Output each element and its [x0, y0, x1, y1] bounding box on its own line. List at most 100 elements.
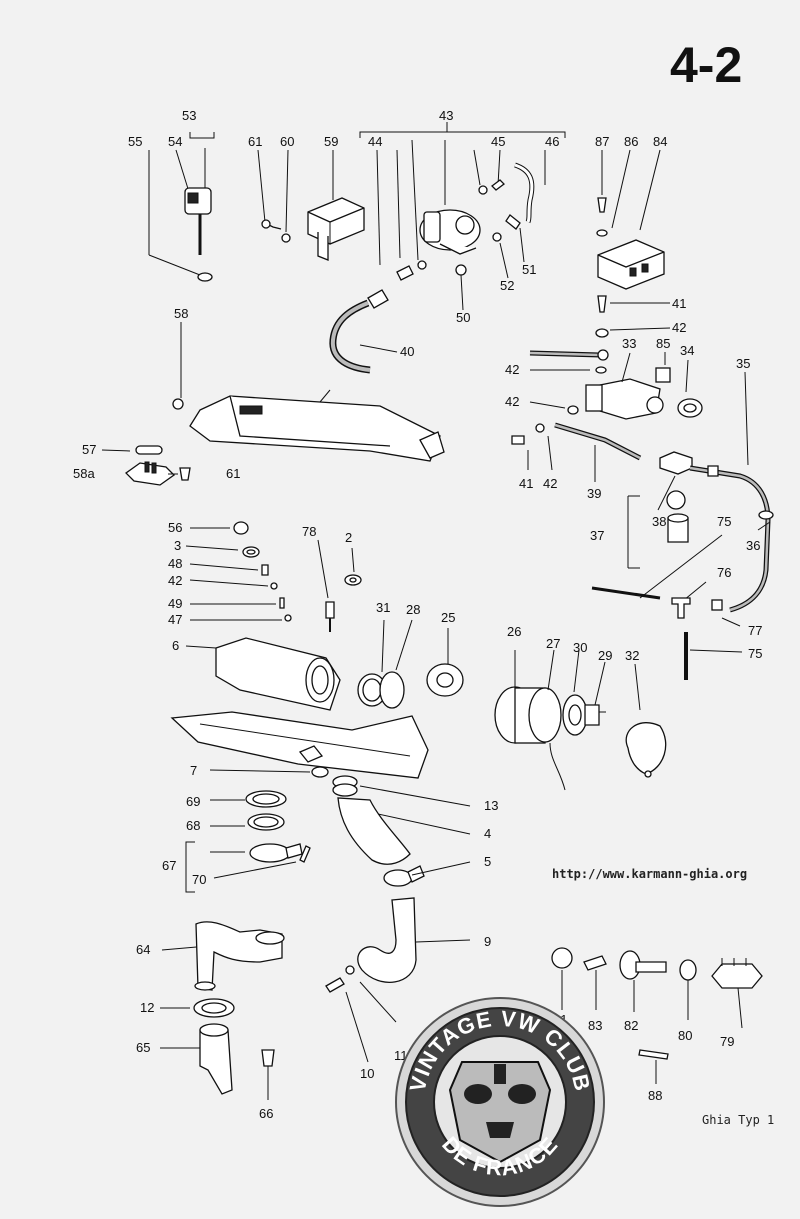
callout-label: 86 [624, 134, 638, 149]
callout-label: 56 [168, 520, 182, 535]
part-hose-40 [329, 227, 525, 374]
callout-label: 44 [368, 134, 382, 149]
section-number: 4-2 [670, 37, 742, 93]
part-heater-6 [185, 619, 413, 711]
callout-label: 10 [360, 1066, 374, 1081]
part-66-screw [261, 1049, 275, 1100]
callout-label: 87 [595, 134, 609, 149]
part-fuel-pump-43 [359, 122, 566, 309]
callout-label: 41 [519, 476, 533, 491]
callout-label: 83 [588, 1018, 602, 1033]
callout-label: 69 [186, 794, 200, 809]
callout-label: 41 [672, 296, 686, 311]
callout-label: 80 [678, 1028, 692, 1043]
part-57-58a [101, 445, 191, 486]
callout-label: 65 [136, 1040, 150, 1055]
callout-label: 12 [140, 1000, 154, 1015]
part-stack-56 [185, 521, 292, 622]
callout-label: 46 [545, 134, 559, 149]
callout-label: 30 [573, 640, 587, 655]
callout-label: 48 [168, 556, 182, 571]
callout-label: 37 [590, 528, 604, 543]
part-fan-26 [494, 649, 606, 791]
part-79-switch [711, 958, 763, 1029]
part-clamp-67 [185, 841, 311, 893]
part-ring-69 [210, 790, 287, 808]
callout-label: 85 [656, 336, 670, 351]
callout-label: 84 [653, 134, 667, 149]
callout-label: 64 [136, 942, 150, 957]
callout-label: 70 [192, 872, 206, 887]
callout-label: 51 [522, 262, 536, 277]
part-heat-exchanger-58 [172, 322, 445, 462]
part-25-pulley [426, 628, 464, 697]
part-10-11 [325, 965, 397, 1063]
callout-label: 6 [172, 638, 179, 653]
callout-label: 75 [748, 646, 762, 661]
callout-label: 13 [484, 798, 498, 813]
part-83-pin [583, 955, 607, 1010]
callout-label: 29 [598, 648, 612, 663]
callout-label: 45 [491, 134, 505, 149]
part-82-switch [619, 950, 667, 1012]
part-ring-68 [210, 813, 285, 831]
callout-label: 3 [174, 538, 181, 553]
callout-label: 76 [717, 565, 731, 580]
callout-label: 39 [587, 486, 601, 501]
callout-label: 42 [505, 362, 519, 377]
callout-label: 9 [484, 934, 491, 949]
callout-label: 28 [406, 602, 420, 617]
callout-label: 50 [456, 310, 470, 325]
part-80-screw [679, 959, 697, 1020]
callout-label: 79 [720, 1034, 734, 1049]
callout-label: 4 [484, 826, 491, 841]
part-64-elbow [161, 921, 285, 991]
website-url: http://www.karmann-ghia.org [552, 867, 747, 881]
part-hose-13 [332, 775, 471, 887]
part-relay-84 [596, 149, 665, 290]
callout-label: 66 [259, 1106, 273, 1121]
callout-label: 57 [82, 442, 96, 457]
callout-label: 52 [500, 278, 514, 293]
callout-label: 34 [680, 343, 694, 358]
part-81-ring [551, 947, 573, 1010]
part-78-2 [317, 539, 362, 632]
callout-label: 58 [174, 306, 188, 321]
callout-label: 42 [543, 476, 557, 491]
callout-label: 47 [168, 612, 182, 627]
callout-label: 25 [441, 610, 455, 625]
part-65-elbow [160, 1023, 233, 1095]
callout-label: 88 [648, 1088, 662, 1103]
callout-label: 27 [546, 636, 560, 651]
part-7-ring [209, 766, 329, 778]
callout-label: 49 [168, 596, 182, 611]
part-88-bolt [638, 1049, 669, 1084]
callout-label: 59 [324, 134, 338, 149]
callout-label: 43 [439, 108, 453, 123]
callout-label: 82 [624, 1018, 638, 1033]
callout-label: 2 [345, 530, 352, 545]
callout-label: 75 [717, 514, 731, 529]
callout-label: 7 [190, 763, 197, 778]
callout-label: 42 [505, 394, 519, 409]
part-fuel-line-39 [511, 422, 693, 569]
callout-label: 58a [73, 466, 95, 481]
callout-label: 42 [168, 573, 182, 588]
part-relay-59 [307, 150, 365, 261]
callout-label: 77 [748, 623, 762, 638]
callout-label: 54 [168, 134, 182, 149]
callout-label: 5 [484, 854, 491, 869]
callout-label: 42 [672, 320, 686, 335]
callout-label: 55 [128, 134, 142, 149]
callout-label: 31 [376, 600, 390, 615]
part-switch-53 [148, 132, 215, 282]
part-pump-33 [529, 295, 703, 420]
callout-label: 53 [182, 108, 196, 123]
callout-label: 67 [162, 858, 176, 873]
callout-label: 38 [652, 514, 666, 529]
part-12-ring [160, 998, 235, 1018]
callout-label: 32 [625, 648, 639, 663]
part-screw-61-top [257, 149, 291, 243]
callout-label: 60 [280, 134, 294, 149]
part-base-tray [170, 711, 429, 779]
